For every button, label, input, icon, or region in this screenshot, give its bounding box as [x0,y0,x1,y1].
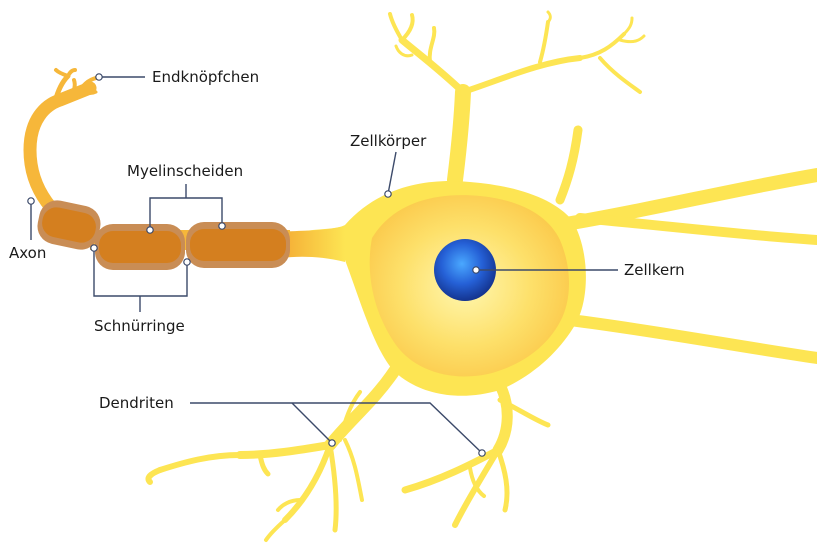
myelin-sheaths [34,197,290,270]
label-endknoepfchen: Endknöpfchen [152,68,259,86]
label-zellkoerper: Zellkörper [350,132,427,150]
label-zellkern: Zellkern [624,261,685,279]
label-schnuerringe: Schnürringe [94,317,185,335]
label-myelinscheiden: Myelinscheiden [127,162,243,180]
label-dendriten: Dendriten [99,394,174,412]
label-axon: Axon [9,244,46,262]
